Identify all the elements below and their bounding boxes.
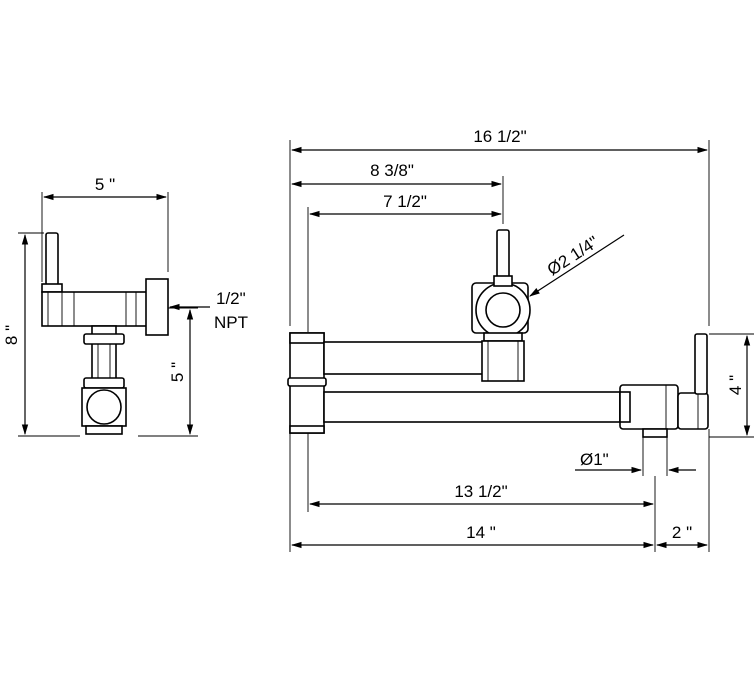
tube-diameter-label: Ø1" — [580, 450, 609, 469]
front-view — [287, 229, 709, 438]
upper-arm-inner-label: 7 1/2" — [383, 192, 427, 211]
base-to-spout-label: 14 " — [466, 523, 496, 542]
thread-type-label: NPT — [214, 313, 248, 332]
npt-callout: 1/2" NPT — [168, 289, 248, 332]
mount-depth-label: 2 " — [672, 523, 692, 542]
side-height-label: 8 " — [2, 325, 21, 345]
total-width-dimension: 16 1/2" — [289, 127, 710, 326]
side-height-dimension: 8 " — [2, 232, 80, 437]
joint-diameter-callout: Ø2 1/4" — [529, 232, 625, 297]
base-to-spout-dimension: 14 " — [289, 429, 710, 552]
mount-depth-dimension: 2 " — [655, 523, 709, 549]
side-width-dimension: 5 " — [41, 175, 169, 282]
upper-arm-dimension: 8 3/8" — [290, 161, 504, 224]
side-outlet-height-label: 5 " — [168, 362, 187, 382]
total-width-label: 16 1/2" — [473, 127, 526, 146]
side-view — [41, 232, 169, 435]
thread-size-label: 1/2" — [216, 289, 246, 308]
lower-arm-label: 13 1/2" — [454, 482, 507, 501]
tube-diameter-dimension: Ø1" — [575, 437, 696, 476]
upper-arm-label: 8 3/8" — [370, 161, 414, 180]
side-width-label: 5 " — [95, 175, 115, 194]
front-height-label: 4 " — [726, 375, 745, 395]
front-height-dimension: 4 " — [709, 333, 754, 438]
joint-diameter-label: Ø2 1/4" — [544, 232, 602, 279]
upper-arm-inner-dimension: 7 1/2" — [307, 192, 503, 332]
lower-arm-dimension: 13 1/2" — [307, 433, 656, 512]
